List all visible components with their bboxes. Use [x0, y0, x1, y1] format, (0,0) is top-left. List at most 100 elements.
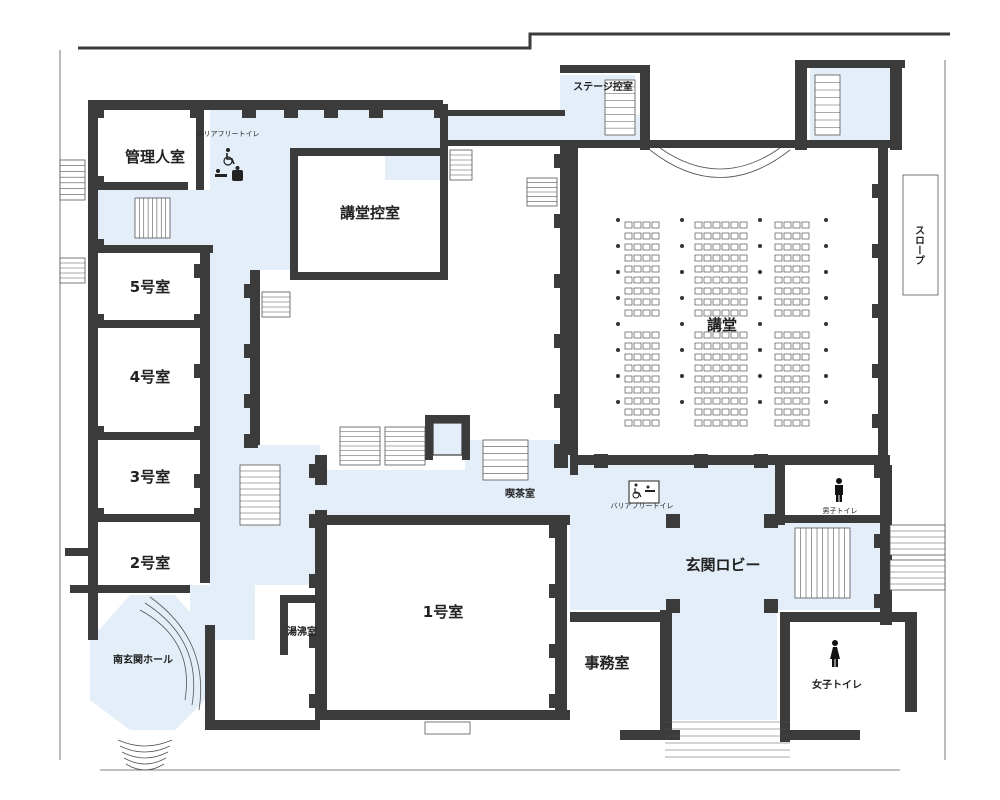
seat: [624, 287, 633, 295]
seat: [730, 298, 739, 306]
seat: [624, 419, 633, 427]
stage-edge-inner: [659, 147, 781, 170]
pillar: [564, 244, 578, 258]
seat: [739, 331, 748, 339]
seat: [783, 309, 792, 317]
aisle-dot: [616, 296, 620, 300]
seat: [721, 364, 730, 372]
seat: [730, 276, 739, 284]
seat: [694, 309, 703, 317]
pillar: [309, 514, 323, 528]
auditorium-seats: [616, 218, 828, 427]
seat: [730, 386, 739, 394]
south-bench: [424, 721, 471, 735]
room-label-yuwakashi: 湯沸室: [287, 625, 317, 638]
east-ext-stair-1: [889, 524, 946, 556]
seat: [712, 331, 721, 339]
seat: [730, 419, 739, 427]
seat: [712, 419, 721, 427]
seat: [801, 254, 810, 262]
south-entrance-step: [117, 739, 173, 747]
seat: [651, 221, 660, 229]
pillar: [90, 426, 104, 440]
seat: [774, 276, 783, 284]
seat: [633, 287, 642, 295]
pillar: [549, 694, 563, 708]
seat: [651, 287, 660, 295]
room-label-jimu: 事務室: [584, 654, 629, 672]
woman-icon: [830, 640, 840, 667]
seat: [624, 232, 633, 240]
seat: [783, 254, 792, 262]
seat: [783, 232, 792, 240]
wheelchair-icon: [223, 148, 235, 166]
pillar: [324, 104, 338, 118]
seat: [721, 265, 730, 273]
pillar: [549, 584, 563, 598]
room-label-slope: スロープ: [913, 225, 925, 265]
pillar: [309, 694, 323, 708]
seat: [624, 265, 633, 273]
seat: [712, 232, 721, 240]
seat: [739, 298, 748, 306]
aisle-dot: [824, 218, 828, 222]
seat: [703, 408, 712, 416]
south-entrance-step: [125, 763, 165, 771]
seat: [712, 276, 721, 284]
seat: [774, 298, 783, 306]
pillar: [874, 534, 888, 548]
north-west-ext-stair: [59, 159, 86, 201]
seat: [633, 419, 642, 427]
seat: [712, 254, 721, 262]
seat: [739, 276, 748, 284]
aisle-dot: [758, 374, 762, 378]
seat: [801, 331, 810, 339]
seat: [792, 265, 801, 273]
aisle-dot: [824, 348, 828, 352]
seat: [703, 353, 712, 361]
seat: [792, 254, 801, 262]
aisle-dot: [824, 270, 828, 274]
seat: [633, 265, 642, 273]
seat: [783, 386, 792, 394]
seat: [730, 265, 739, 273]
seat: [739, 287, 748, 295]
seat: [801, 375, 810, 383]
seat: [739, 309, 748, 317]
seat: [739, 265, 748, 273]
seat: [712, 287, 721, 295]
seat: [651, 397, 660, 405]
seat: [633, 342, 642, 350]
seat: [642, 298, 651, 306]
seat: [633, 386, 642, 394]
seat: [651, 375, 660, 383]
seat: [801, 309, 810, 317]
seat: [633, 276, 642, 284]
seat: [712, 265, 721, 273]
seat: [730, 287, 739, 295]
seat: [703, 331, 712, 339]
pillar: [190, 104, 204, 118]
aisle-dot: [616, 348, 620, 352]
seat: [801, 243, 810, 251]
seat: [694, 386, 703, 394]
seat: [801, 397, 810, 405]
seat: [633, 254, 642, 262]
room-label-room2: 2号室: [130, 554, 170, 572]
seat: [774, 287, 783, 295]
room-label-mens-toilet: 男子トイレ: [823, 507, 858, 515]
seat: [792, 232, 801, 240]
pillar: [194, 508, 208, 522]
seat: [712, 408, 721, 416]
pillar: [564, 364, 578, 378]
seat: [721, 331, 730, 339]
seat: [624, 309, 633, 317]
aisle-dot: [680, 218, 684, 222]
seat: [712, 309, 721, 317]
pillar: [554, 214, 568, 228]
courtyard-stair-nw: [261, 291, 291, 318]
seat: [774, 309, 783, 317]
seat: [642, 342, 651, 350]
pillar: [554, 394, 568, 408]
seat: [624, 375, 633, 383]
